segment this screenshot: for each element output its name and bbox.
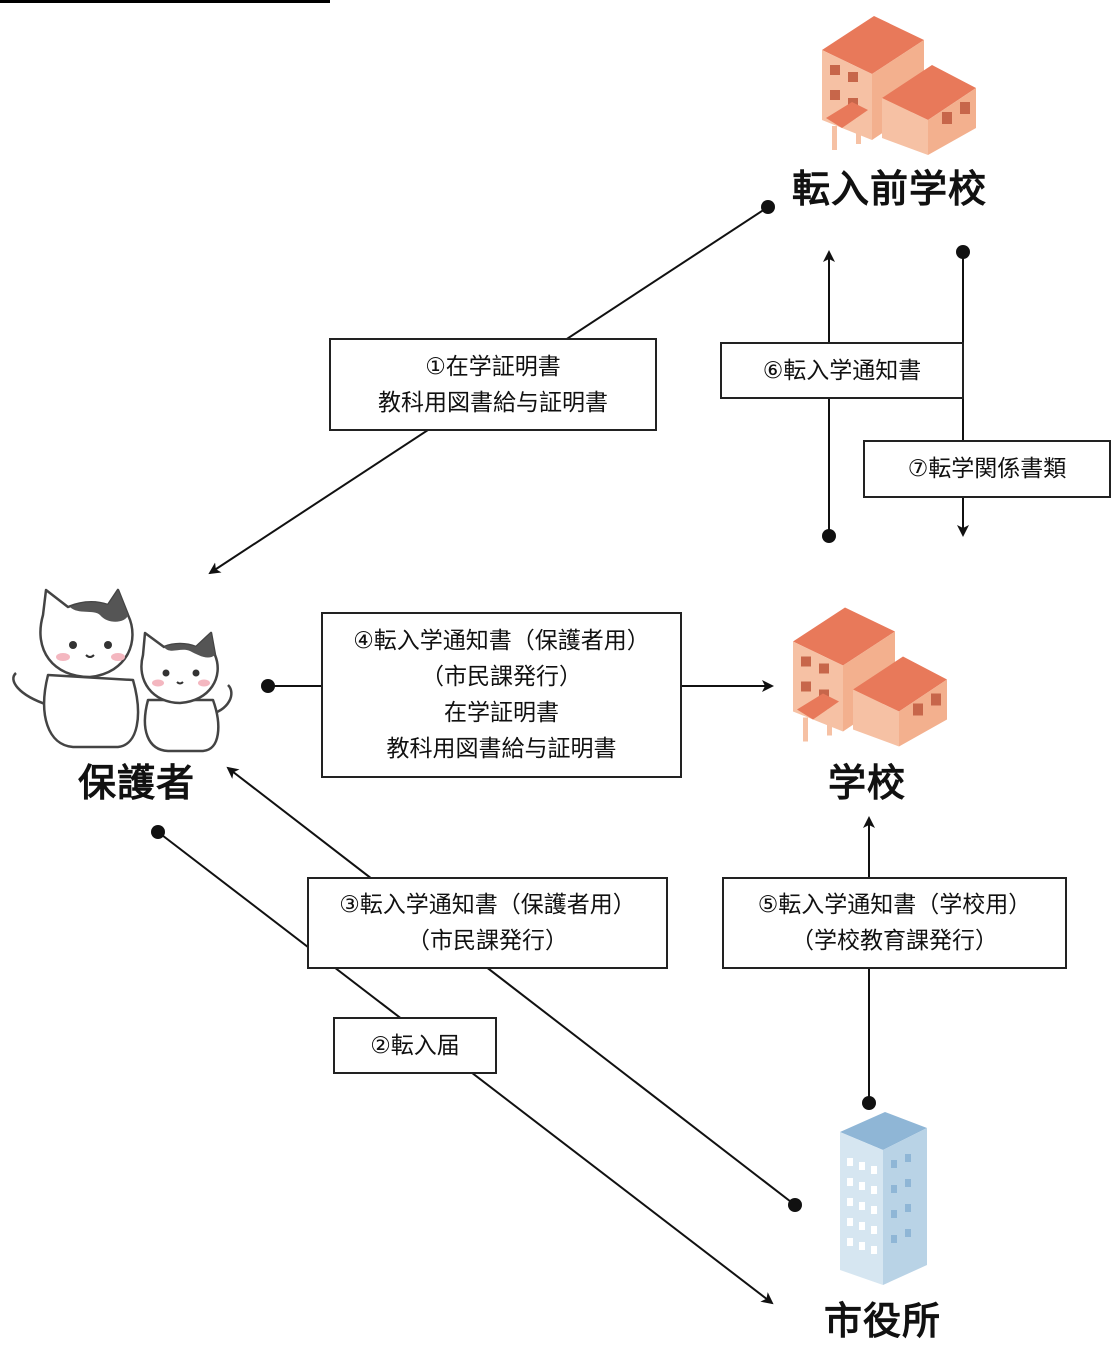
step-3-line-1: ③転入学通知書（保護者用） (339, 892, 636, 918)
step-box-6: ⑥転入学通知書 (720, 342, 964, 399)
origin-dot-step3 (788, 1198, 802, 1212)
origin-dot-step2 (151, 825, 165, 839)
origin-dot-step7 (956, 245, 970, 259)
cat-family-icon (12, 588, 233, 753)
step-4-line-4: 教科用図書給与証明書 (386, 736, 617, 762)
step-5-line-2: （学校教育課発行） (791, 928, 998, 954)
header-rule (0, 0, 330, 3)
step-7-line-1: ⑦転学関係書類 (907, 456, 1067, 482)
step-3-line-2: （市民課発行） (407, 928, 568, 954)
step-2-line-1: ②転入届 (370, 1032, 460, 1059)
step-5-line-1: ⑤転入学通知書（学校用） (757, 892, 1032, 918)
node-guardian-label: 保護者 (78, 761, 196, 805)
node-school-label: 学校 (828, 761, 907, 805)
origin-dot-step5 (862, 1096, 876, 1110)
step-box-4: ④転入学通知書（保護者用） （市民課発行） 在学証明書 教科用図書給与証明書 (321, 612, 682, 778)
step-box-5: ⑤転入学通知書（学校用） （学校教育課発行） (722, 877, 1067, 969)
step-box-2: ②転入届 (333, 1017, 497, 1074)
step-1-line-1: ①在学証明書 (425, 353, 561, 380)
origin-dot-step1 (761, 200, 775, 214)
origin-dot-step6 (822, 529, 836, 543)
school-building-icon (822, 16, 976, 155)
step-4-line-2: （市民課発行） (421, 664, 582, 690)
step-box-1: ①在学証明書 教科用図書給与証明書 (329, 338, 657, 431)
step-4-line-3: 在学証明書 (444, 700, 559, 726)
step-4-line-1: ④転入学通知書（保護者用） (353, 628, 650, 654)
step-box-7: ⑦転学関係書類 (863, 440, 1111, 498)
step-box-3: ③転入学通知書（保護者用） （市民課発行） (307, 877, 668, 969)
arrow-step3 (226, 766, 796, 1206)
step-1-line-2: 教科用図書給与証明書 (378, 389, 608, 416)
node-city-hall-label: 市役所 (824, 1299, 942, 1343)
city-hall-building-icon (840, 1112, 927, 1285)
step-6-line-1: ⑥転入学通知書 (762, 357, 922, 384)
school-building-icon (793, 607, 947, 747)
node-prev-school-label: 転入前学校 (792, 167, 988, 211)
origin-dot-step4 (261, 679, 275, 693)
